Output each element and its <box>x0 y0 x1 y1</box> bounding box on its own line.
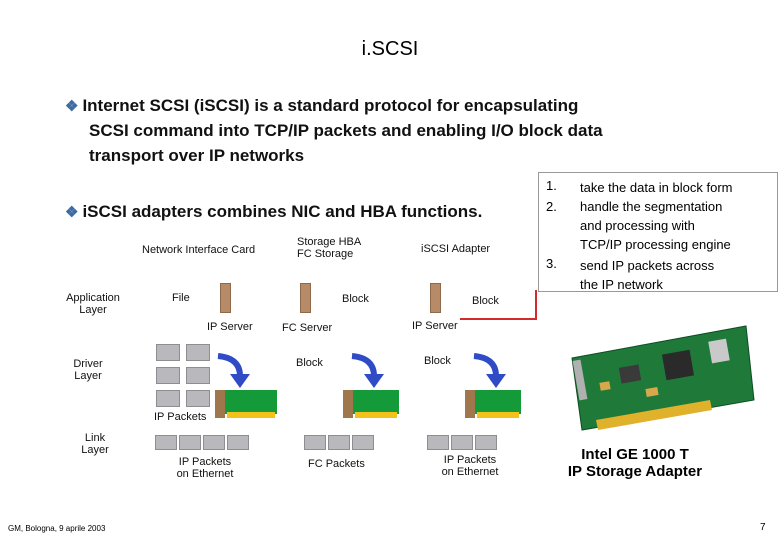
packet-block <box>156 390 180 407</box>
callout-item-1: take the data in block form <box>580 180 733 195</box>
diamond-bullet-icon: ❖ <box>65 98 79 115</box>
packet-block <box>186 390 210 407</box>
fc-server-label: FC Server <box>282 322 333 334</box>
callout-item-3-line-2: the IP network <box>580 277 663 292</box>
packet-block <box>352 435 374 450</box>
block-label-hba-mid: Block <box>296 357 323 369</box>
adapter-photo <box>571 325 755 431</box>
callout-item-3-line-1: send IP packets across <box>580 258 715 273</box>
packet-block <box>203 435 225 450</box>
packet-block <box>304 435 326 450</box>
server-icon <box>220 283 231 313</box>
bullet-1-line-2: SCSI command into TCP/IP packets and ena… <box>89 121 603 140</box>
bullet-1: ❖Internet SCSI (iSCSI) is a standard pro… <box>65 95 578 118</box>
ip-packets-ethernet-label-1: IP Packets on Ethernet <box>176 456 234 480</box>
packet-block <box>427 435 449 450</box>
bullet-1-line-3: transport over IP networks <box>89 146 305 165</box>
packet-block <box>186 344 210 361</box>
block-label-hba-top: Block <box>342 293 369 305</box>
callout-item-2-line-1: handle the segmentation <box>580 199 723 214</box>
server-icon <box>430 283 441 313</box>
footer-left: GM, Bologna, 9 aprile 2003 <box>8 524 106 533</box>
callout-box <box>538 172 778 292</box>
layer-label-application: Application Layer <box>66 292 120 316</box>
packet-block <box>328 435 350 450</box>
callout-number-1: 1. <box>546 178 557 193</box>
curved-arrow-icon <box>217 353 250 388</box>
packet-block <box>451 435 473 450</box>
callout-item-2-line-2: and processing with <box>580 218 695 233</box>
bullet-2-text: iSCSI adapters combines NIC and HBA func… <box>82 202 483 221</box>
packet-block <box>475 435 497 450</box>
fc-packets-label: FC Packets <box>308 458 365 470</box>
file-label: File <box>172 292 190 304</box>
packet-block <box>156 367 180 384</box>
column-heading-hba: Storage HBA FC Storage <box>297 236 362 260</box>
callout-item-2-line-3: TCP/IP processing engine <box>580 237 731 252</box>
packet-block <box>179 435 201 450</box>
callout-connector-line <box>535 290 537 320</box>
product-caption: Intel GE 1000 T IP Storage Adapter <box>567 446 703 480</box>
layer-label-driver: Driver Layer <box>73 358 103 382</box>
server-icon <box>300 283 311 313</box>
packet-block <box>186 367 210 384</box>
packet-block <box>155 435 177 450</box>
bullet-2: ❖iSCSI adapters combines NIC and HBA fun… <box>65 201 482 224</box>
bullet-1-line-1: Internet SCSI (iSCSI) is a standard prot… <box>82 96 579 115</box>
ip-packets-ethernet-label-2: IP Packets on Ethernet <box>441 454 499 478</box>
callout-connector-line <box>460 318 537 320</box>
packet-block <box>156 344 180 361</box>
curved-arrow-icon <box>351 353 384 388</box>
callout-number-2: 2. <box>546 199 557 214</box>
block-label-iscsi-top: Block <box>472 295 499 307</box>
diamond-bullet-icon: ❖ <box>65 204 79 221</box>
column-heading-nic: Network Interface Card <box>142 244 256 256</box>
block-label-iscsi-mid: Block <box>424 355 451 367</box>
layer-label-link: Link Layer <box>81 432 109 456</box>
ip-server-label-1: IP Server <box>207 321 253 333</box>
ip-server-label-2: IP Server <box>412 320 458 332</box>
packet-block <box>227 435 249 450</box>
callout-number-3: 3. <box>546 256 557 271</box>
page-number: 7 <box>760 522 766 533</box>
curved-arrow-icon <box>473 353 506 388</box>
ip-packets-label: IP Packets <box>154 411 207 423</box>
slide-title: i.SCSI <box>361 38 419 60</box>
column-heading-iscsi: iSCSI Adapter <box>421 243 491 255</box>
